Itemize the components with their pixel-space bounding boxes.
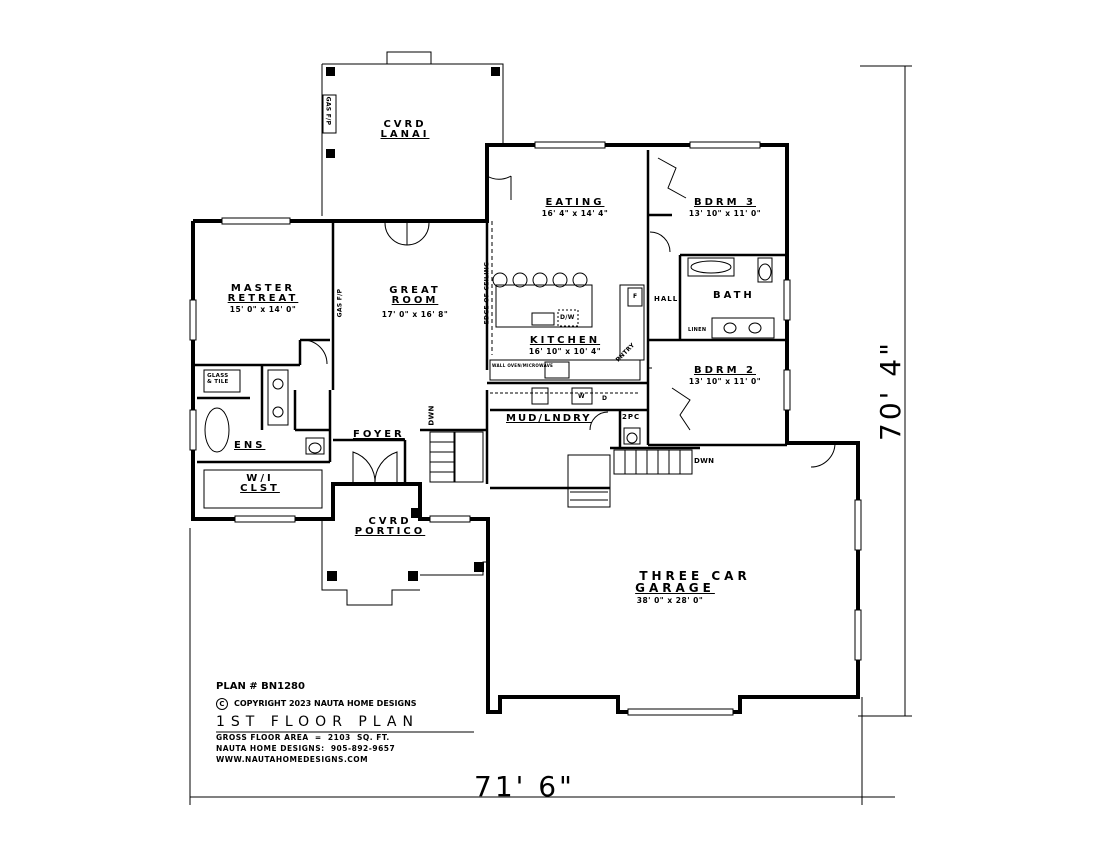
glass-line2: & TILE (207, 378, 229, 385)
eating-name: EATING (545, 197, 605, 208)
hall-label: HALL (654, 295, 679, 303)
fixtures (203, 257, 775, 509)
garage-line1: THREE CAR (639, 569, 751, 583)
great-dims: 17' 0" x 16' 8" (381, 310, 449, 319)
windows (189, 141, 862, 716)
linen-label: LINEN (688, 327, 707, 333)
plan-number: PLAN # BN1280 (216, 681, 305, 692)
glass-line1: GLASS (207, 373, 229, 379)
overall-dimension-lines (189, 65, 912, 805)
copyright-text: COPYRIGHT 2023 NAUTA HOME DESIGNS (234, 699, 417, 708)
master-dims: 15' 0" x 14' 0" (229, 305, 297, 314)
fridge-label: F (633, 293, 638, 300)
portico-label: CVRD PORTICO (345, 517, 435, 537)
bdrm2-label: BDRM 2 13' 10" x 11' 0" (680, 366, 770, 386)
lanai-label-line2: LANAI (380, 129, 430, 140)
bdrm2-name: BDRM 2 (693, 365, 756, 376)
garage-label: THREE CAR GARAGE 38' 0" x 28' 0" (600, 570, 790, 605)
exterior-walls (191, 143, 860, 714)
lanai-label: CVRD LANAI (370, 120, 440, 140)
kitchen-label: KITCHEN 16' 10" x 10' 4" (520, 336, 610, 356)
copyright-icon: C (216, 698, 228, 710)
overall-width-label: 71' 6" (474, 770, 575, 803)
bdrm2-dims: 13' 10" x 11' 0" (688, 377, 762, 386)
gross-floor-area: GROSS FLOOR AREA = 2103 SQ. FT. (216, 733, 390, 742)
overall-depth-label: 70' 4" (873, 340, 907, 441)
lanai-label-line1: CVRD (383, 119, 427, 130)
great-line1: GREAT (389, 285, 441, 296)
lanai-outline (321, 51, 504, 216)
copyright-line: C COPYRIGHT 2023 NAUTA HOME DESIGNS (216, 698, 417, 710)
dryer-label: D (602, 395, 608, 402)
mud-lndry-label: MUD/LNDRY (506, 413, 592, 424)
master-line1: MASTER (230, 283, 296, 294)
great-fp-label: GAS F/P (336, 288, 344, 318)
wic-line2: CLST (240, 483, 280, 494)
lanai-fp-label: GAS F/P (324, 96, 332, 126)
ceiling-edge (491, 221, 652, 369)
bdrm3-dims: 13' 10" x 11' 0" (688, 209, 762, 218)
portico-line1: CVRD (368, 516, 412, 527)
wic-label: W/I CLST (230, 474, 290, 494)
great-line2: ROOM (391, 295, 439, 306)
down-label-1: DWN (427, 405, 436, 426)
stairs (429, 431, 693, 508)
glass-tile-label: GLASS & TILE (207, 373, 229, 385)
phone-line: NAUTA HOME DESIGNS: 905-892-9657 (216, 744, 396, 753)
edge-of-ceiling-label: EDGE OF CEILING (483, 261, 491, 325)
eating-label: EATING 16' 4" x 14' 4" (530, 198, 620, 218)
garage-dims: 38' 0" x 28' 0" (636, 596, 704, 605)
ens-label: ENS (234, 440, 266, 451)
foyer-label: FOYER (353, 429, 405, 440)
plan-title: 1ST FLOOR PLAN (216, 714, 419, 730)
lanai-posts (326, 67, 500, 158)
portico-line2: PORTICO (354, 526, 426, 537)
master-line2: RETREAT (227, 293, 299, 304)
dishwasher-label: D/W (560, 314, 575, 321)
washer-label: W (578, 393, 585, 400)
eating-dims: 16' 4" x 14' 4" (541, 209, 609, 218)
master-label: MASTER RETREAT 15' 0" x 14' 0" (218, 284, 308, 314)
website-line: WWW.NAUTAHOMEDESIGNS.COM (216, 755, 369, 764)
wall-oven-label: WALL OVEN/MICROWAVE (492, 363, 554, 368)
garage-line2: GARAGE (635, 581, 715, 595)
kitchen-dims: 16' 10" x 10' 4" (528, 347, 602, 356)
great-room-label: GREAT ROOM 17' 0" x 16' 8" (370, 286, 460, 319)
bdrm3-name: BDRM 3 (693, 197, 756, 208)
down-label-2: DWN (694, 457, 715, 465)
bath-label: BATH (713, 290, 755, 301)
bdrm3-label: BDRM 3 13' 10" x 11' 0" (680, 198, 770, 218)
doors (302, 157, 836, 485)
portico-posts (327, 508, 484, 581)
wic-line1: W/I (246, 473, 274, 484)
kitchen-name: KITCHEN (529, 335, 601, 346)
2pc-label: 2PC (622, 413, 641, 421)
